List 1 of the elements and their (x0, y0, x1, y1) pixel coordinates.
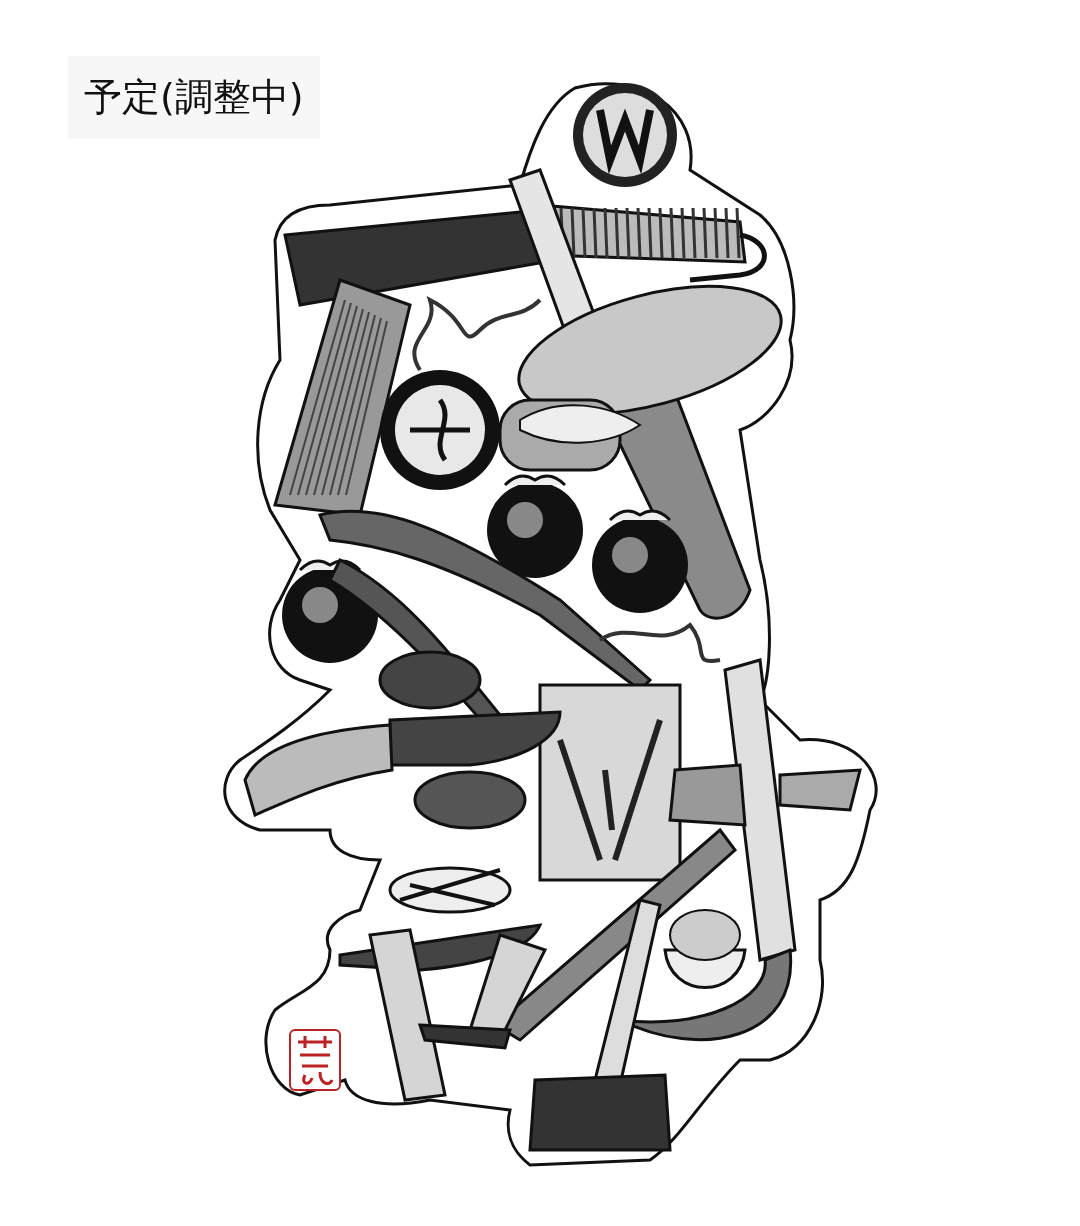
status-label: 予定(調整中) (68, 56, 320, 139)
